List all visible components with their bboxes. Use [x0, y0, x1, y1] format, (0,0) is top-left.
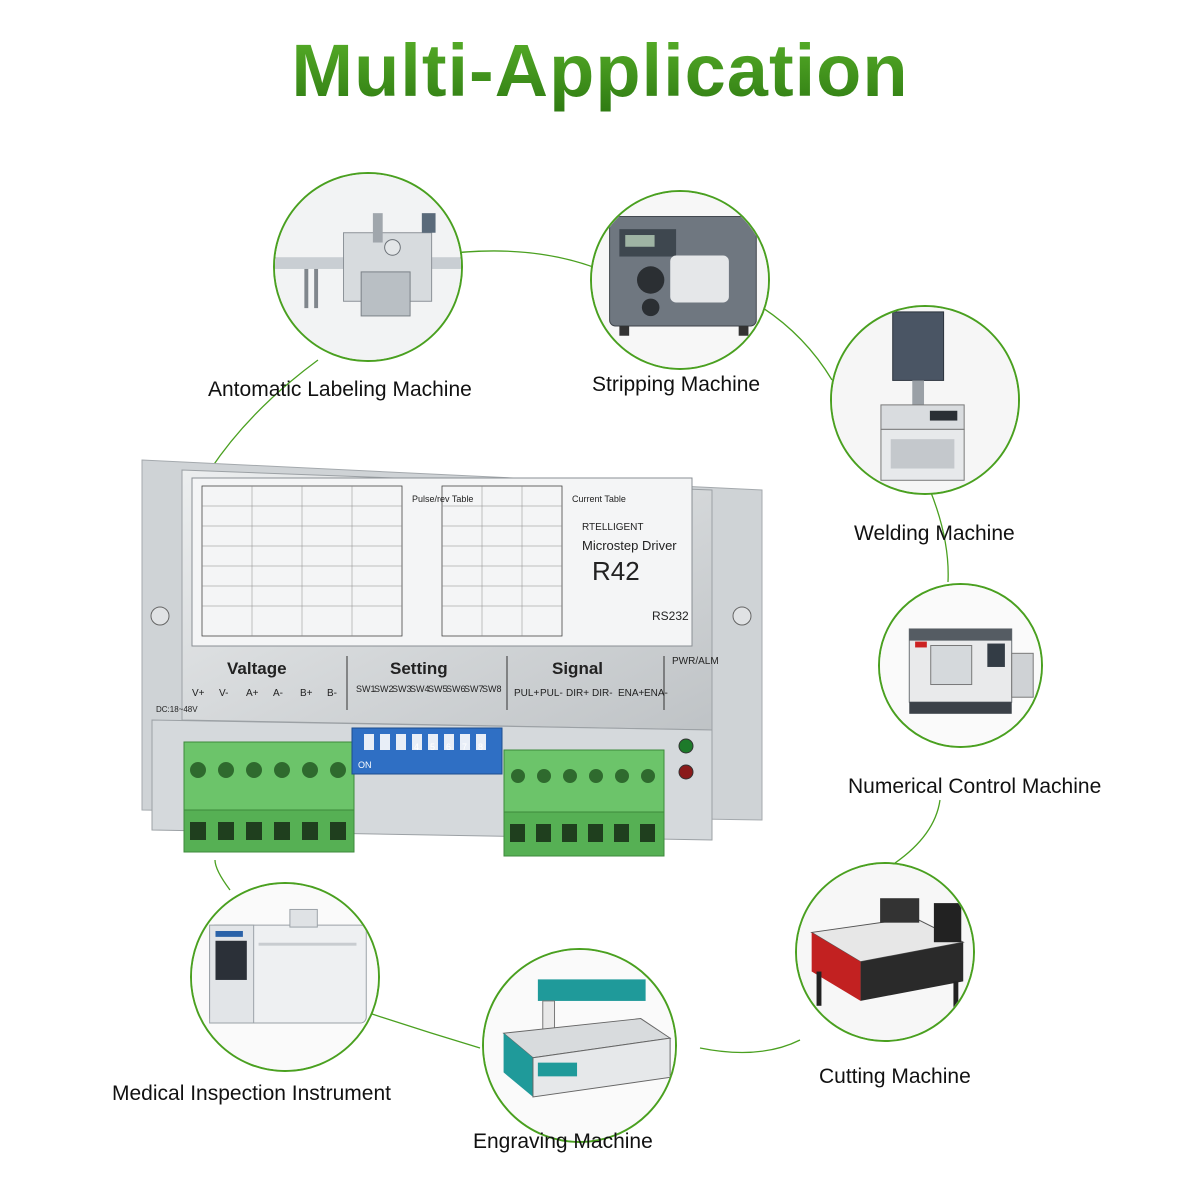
stepper-driver: Pulse/rev Table Current Table RTELLIGENT… — [141, 459, 763, 857]
cutting-machine-icon — [797, 864, 973, 1040]
alarm-led — [678, 764, 694, 780]
cutting-machine-circle — [795, 862, 975, 1042]
voltage-heading: Valtage — [227, 659, 287, 678]
pin-b-minus: B- — [327, 688, 337, 699]
sw5-label: SW5 — [428, 684, 448, 694]
sw6-label: SW6 — [446, 684, 466, 694]
cnc-machine-icon — [880, 585, 1041, 746]
pin-dir-minus: DIR- — [592, 688, 613, 699]
labeling-machine-circle — [273, 172, 463, 362]
pin-pul-plus: PUL+ — [514, 688, 539, 699]
status-label: PWR/ALM — [672, 656, 719, 667]
pin-ena-minus: ENA- — [644, 688, 668, 699]
cutting-machine-label: Cutting Machine — [819, 1065, 971, 1088]
mount-screw-right — [732, 606, 752, 626]
labeling-machine-label: Antomatic Labeling Machine — [208, 378, 472, 401]
current-table-title: Current Table — [572, 494, 626, 504]
pin-b-plus: B+ — [300, 688, 313, 699]
driver-brand: RTELLIGENT — [582, 522, 644, 533]
labeling-machine-icon — [275, 174, 461, 360]
medical-instrument-circle — [190, 882, 380, 1072]
engraving-machine-circle — [482, 948, 677, 1143]
welding-machine-circle — [830, 305, 1020, 495]
mount-screw-left — [150, 606, 170, 626]
welding-machine-label: Welding Machine — [854, 522, 1015, 545]
dip-number-7: 7 — [462, 742, 467, 752]
dip-number-8: 8 — [478, 742, 483, 752]
dip-number-6: 6 — [446, 742, 451, 752]
microstep-table — [201, 485, 563, 637]
engraving-machine-icon — [484, 950, 675, 1141]
page-title: Multi-Application — [0, 28, 1200, 113]
sw4-label: SW4 — [410, 684, 430, 694]
power-terminal-block — [183, 741, 355, 853]
signal-heading: Signal — [552, 659, 603, 678]
dip-number-4: 4 — [414, 742, 419, 752]
engraving-machine-label: Engraving Machine — [473, 1130, 653, 1153]
sw8-label: SW8 — [482, 684, 502, 694]
dip-number-5: 5 — [430, 742, 435, 752]
power-led — [678, 738, 694, 754]
medical-instrument-icon — [192, 884, 378, 1070]
stripping-machine-label: Stripping Machine — [592, 373, 761, 396]
cnc-machine-label: Numerical Control Machine — [848, 775, 1102, 798]
power-rating: DC:18~48V — [156, 705, 198, 714]
stripping-machine-circle — [590, 190, 770, 370]
dip-on-label: ON — [358, 760, 372, 770]
sw2-label: SW2 — [374, 684, 394, 694]
pin-a-minus: A- — [273, 688, 283, 699]
pin-a-plus: A+ — [246, 688, 259, 699]
setting-heading: Setting — [390, 659, 448, 678]
signal-terminal-block — [503, 749, 665, 857]
driver-model: R42 — [592, 556, 640, 586]
dip-switch[interactable]: ON 4 5 6 7 8 — [351, 727, 503, 775]
pin-v-minus: V- — [219, 688, 228, 699]
driver-port: RS232 — [652, 609, 689, 623]
driver-subtitle: Microstep Driver — [582, 538, 677, 553]
sw3-label: SW3 — [392, 684, 412, 694]
pin-ena-plus: ENA+ — [618, 688, 645, 699]
sw7-label: SW7 — [464, 684, 484, 694]
welding-machine-icon — [832, 307, 1018, 493]
stripping-machine-icon — [592, 192, 768, 368]
pulse-table-title: Pulse/rev Table — [412, 494, 473, 504]
pin-pul-minus: PUL- — [540, 688, 563, 699]
pin-dir-plus: DIR+ — [566, 688, 589, 699]
pin-v-plus: V+ — [192, 688, 205, 699]
medical-instrument-label: Medical Inspection Instrument — [112, 1082, 391, 1105]
cnc-machine-circle — [878, 583, 1043, 748]
sw1-label: SW1 — [356, 684, 376, 694]
